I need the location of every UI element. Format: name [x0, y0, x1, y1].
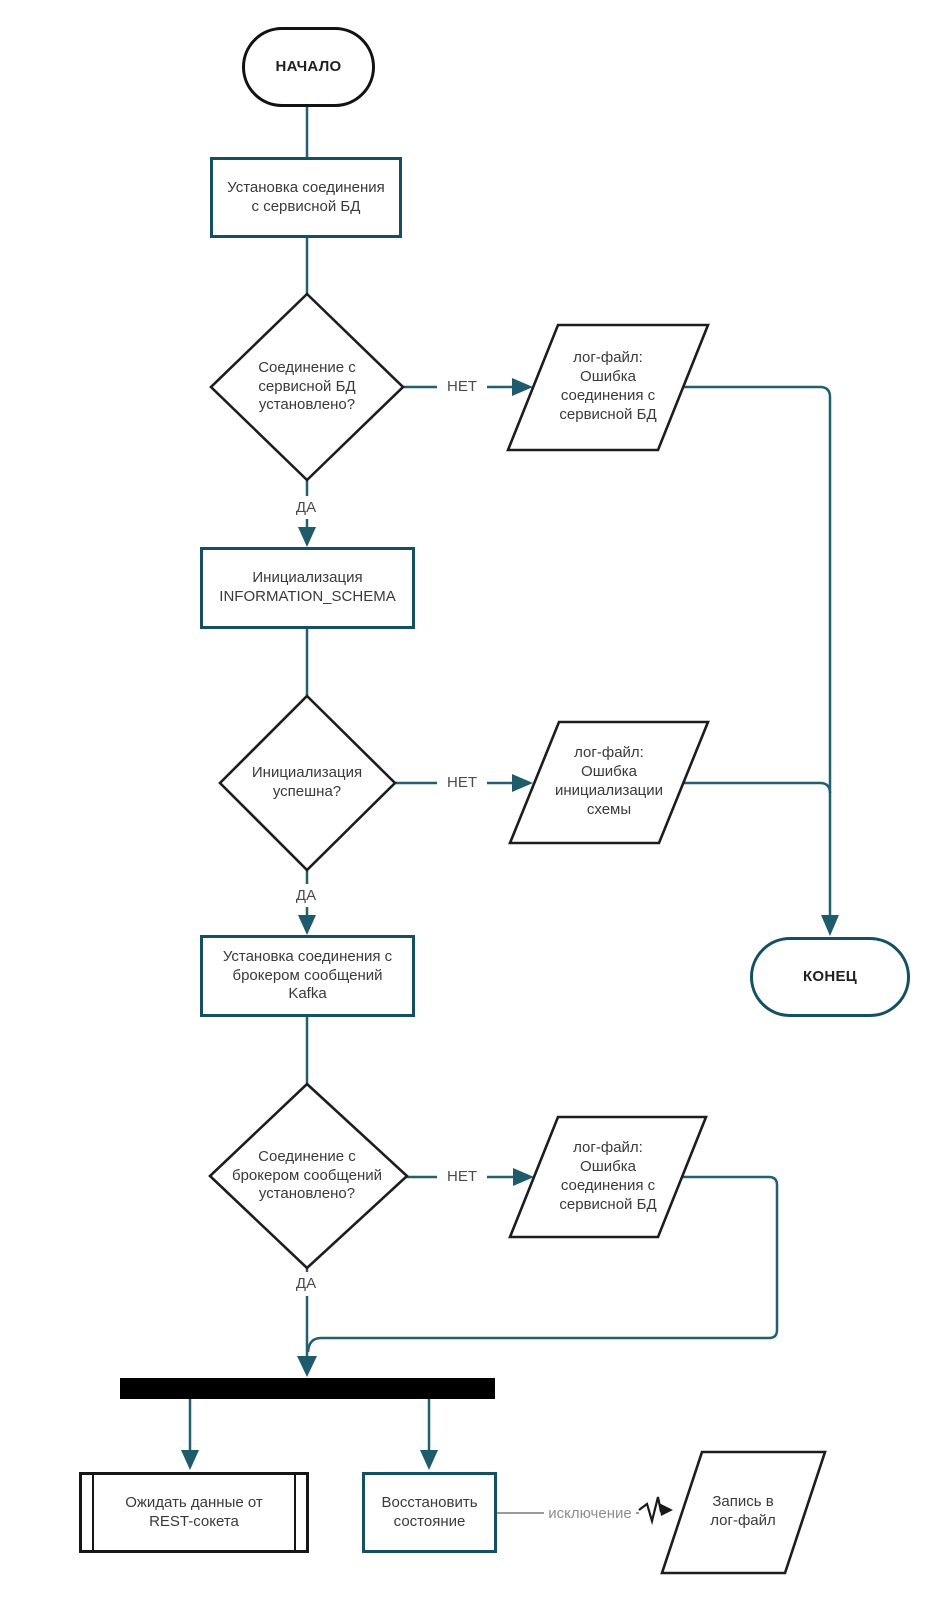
arrowhead-to-wait-rest [181, 1450, 199, 1470]
process-connect-kafka: Установка соединения с брокером сообщени… [200, 935, 415, 1017]
edge-log-db-error-to-end [683, 385, 832, 916]
arrowhead-to-end [821, 915, 839, 936]
predefined-wait-rest-label: Ожидать данные от REST-сокета [125, 1493, 263, 1530]
edge-label-no-1: НЕТ [437, 377, 487, 396]
predefined-wait-rest-socket: Ожидать данные от REST-сокета [79, 1472, 309, 1553]
arrowhead-no1 [512, 378, 533, 396]
decision-init-ok-shape [218, 694, 397, 872]
edge-log-kafka-error-loop [306, 1175, 779, 1353]
edge-label-no-3: НЕТ [437, 1167, 487, 1186]
decision-kafka-connected-shape [208, 1082, 409, 1270]
edge-label-yes-1: ДА [281, 498, 331, 517]
end-terminal: КОНЕЦ [750, 937, 910, 1017]
arrowhead-yes1 [298, 527, 316, 547]
io-write-log-shape [660, 1450, 827, 1575]
edge-label-yes-2: ДА [281, 886, 331, 905]
arrowhead-yes3 [297, 1356, 317, 1377]
exception-zigzag-icon [638, 1496, 663, 1526]
exception-arrowhead [659, 1503, 673, 1516]
edge-label-exception: исключение [544, 1504, 636, 1522]
process-init-information-schema: Инициализация INFORMATION_SCHEMA [200, 547, 415, 629]
decision-db-connected-shape [209, 292, 405, 482]
edge-log-init-error-to-end [683, 781, 832, 794]
arrowhead-to-restore [420, 1450, 438, 1470]
arrowhead-no3 [513, 1168, 534, 1186]
arrowhead-yes2 [298, 915, 316, 935]
predefined-right-bar [294, 1475, 296, 1550]
edge-label-no-2: НЕТ [437, 773, 487, 792]
edge-label-yes-3: ДА [281, 1274, 331, 1293]
arrowhead-no2 [512, 774, 533, 792]
process-restore-state: Восстановить состояние [362, 1472, 497, 1553]
start-terminal: НАЧАЛО [242, 27, 375, 107]
io-log-init-error-shape [508, 720, 710, 845]
io-log-db-error-shape [506, 323, 710, 452]
io-log-kafka-error-shape [508, 1115, 708, 1239]
predefined-left-bar [92, 1475, 94, 1550]
fork-bar [120, 1378, 495, 1399]
process-connect-service-db: Установка соединения с сервисной БД [210, 157, 402, 238]
